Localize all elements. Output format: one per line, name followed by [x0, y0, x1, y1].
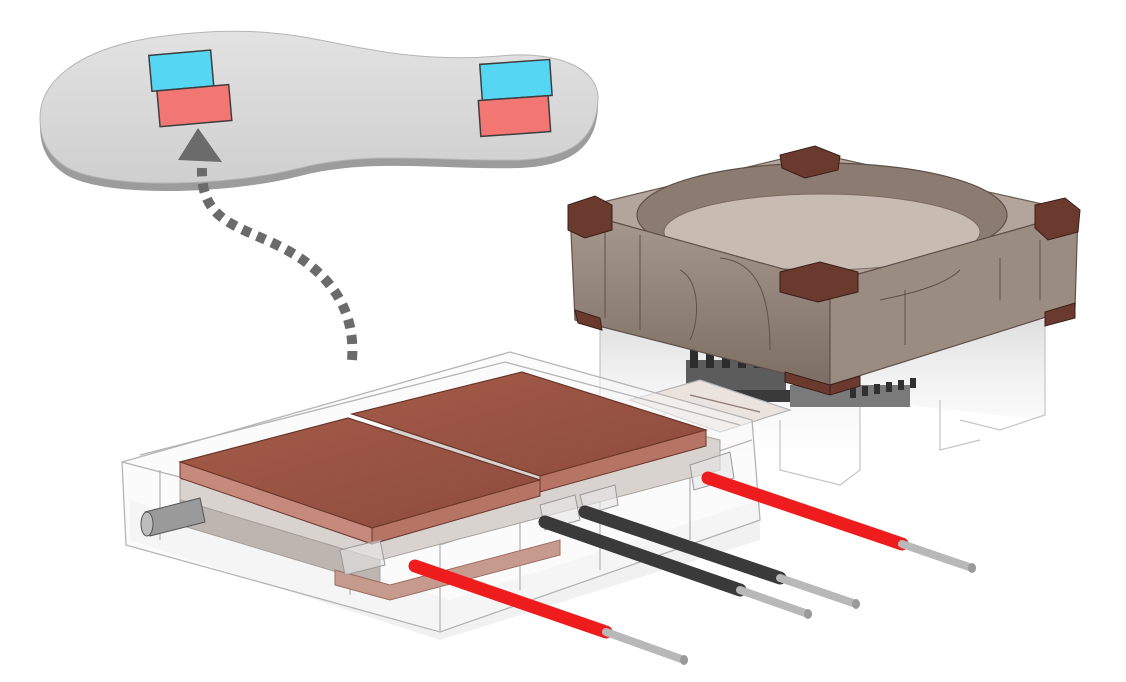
cold-pad-right — [478, 58, 553, 102]
insole-pad-left — [148, 49, 233, 128]
side-rod — [140, 497, 206, 537]
wires — [408, 471, 976, 665]
fan-face-details — [604, 225, 1041, 351]
hot-pad-left — [156, 83, 233, 128]
peltier-module-icon — [121, 351, 761, 640]
dashed-arrow-icon — [178, 128, 358, 361]
insole-pad-right — [477, 58, 553, 138]
cold-pad-left — [148, 49, 215, 93]
hot-pad-right — [477, 94, 552, 138]
module-bottom-copper — [334, 539, 561, 601]
wire-black-front — [538, 515, 812, 619]
arrow-head — [178, 128, 222, 162]
copper-plate-left — [177, 417, 543, 545]
fan-corners — [567, 145, 1081, 396]
wire-red-front — [408, 559, 688, 665]
insole-icon — [39, 30, 599, 192]
wire-black-rear — [578, 505, 860, 609]
arrow-shaft — [196, 167, 358, 361]
wire-red-back — [701, 471, 976, 573]
copper-plate-right — [349, 371, 709, 493]
